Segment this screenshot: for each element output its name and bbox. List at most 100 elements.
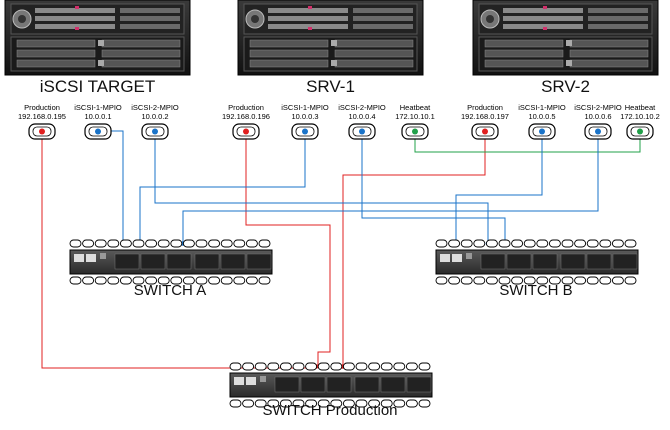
switch-port[interactable]	[624, 239, 637, 248]
switch-port[interactable]	[536, 276, 549, 285]
switch-port[interactable]	[498, 276, 511, 285]
switch-port[interactable]	[267, 399, 280, 408]
switch-port[interactable]	[548, 276, 561, 285]
switch-port[interactable]	[611, 239, 624, 248]
nic-port[interactable]	[141, 123, 169, 140]
switch-port[interactable]	[305, 362, 318, 371]
switch-port[interactable]	[624, 276, 637, 285]
switch-port[interactable]	[548, 239, 561, 248]
switch-port[interactable]	[460, 276, 473, 285]
switch-port[interactable]	[355, 399, 368, 408]
switch-port[interactable]	[599, 276, 612, 285]
switch-port[interactable]	[69, 276, 82, 285]
switch-port[interactable]	[393, 362, 406, 371]
switch-port[interactable]	[511, 276, 524, 285]
nic-port[interactable]	[471, 123, 499, 140]
switch-port[interactable]	[233, 239, 246, 248]
switch-port[interactable]	[254, 399, 267, 408]
switch-port[interactable]	[292, 362, 305, 371]
switch-port[interactable]	[393, 399, 406, 408]
switch-port[interactable]	[317, 362, 330, 371]
switch-port[interactable]	[368, 362, 381, 371]
switch-port[interactable]	[460, 239, 473, 248]
switch-port[interactable]	[561, 239, 574, 248]
switch-port[interactable]	[82, 239, 95, 248]
switch-port[interactable]	[233, 276, 246, 285]
nic-port[interactable]	[626, 123, 654, 140]
switch-port[interactable]	[435, 276, 448, 285]
switch-port[interactable]	[94, 276, 107, 285]
switch-port[interactable]	[119, 276, 132, 285]
switch-port[interactable]	[536, 239, 549, 248]
switch-port[interactable]	[94, 239, 107, 248]
switch-port[interactable]	[355, 362, 368, 371]
switch-port[interactable]	[267, 362, 280, 371]
nic-port[interactable]	[584, 123, 612, 140]
switch-port[interactable]	[132, 276, 145, 285]
switch-port[interactable]	[208, 276, 221, 285]
switch-port[interactable]	[586, 276, 599, 285]
switch-port[interactable]	[170, 239, 183, 248]
switch-port[interactable]	[195, 239, 208, 248]
switch-port[interactable]	[523, 276, 536, 285]
switch-port[interactable]	[485, 276, 498, 285]
nic-port[interactable]	[84, 123, 112, 140]
switch-port[interactable]	[229, 399, 242, 408]
switch-port[interactable]	[611, 276, 624, 285]
switch-port[interactable]	[195, 276, 208, 285]
switch-port[interactable]	[523, 239, 536, 248]
switch-port[interactable]	[485, 239, 498, 248]
switch-port[interactable]	[448, 276, 461, 285]
switch-port[interactable]	[380, 399, 393, 408]
switch-port[interactable]	[157, 276, 170, 285]
switch-port[interactable]	[330, 399, 343, 408]
switch-port[interactable]	[574, 276, 587, 285]
switch-port[interactable]	[599, 239, 612, 248]
switch-port[interactable]	[242, 362, 255, 371]
switch-port[interactable]	[405, 399, 418, 408]
switch-port[interactable]	[245, 276, 258, 285]
switch-port[interactable]	[119, 239, 132, 248]
switch-port[interactable]	[279, 362, 292, 371]
switch-port[interactable]	[368, 399, 381, 408]
nic-port[interactable]	[528, 123, 556, 140]
switch-port[interactable]	[330, 362, 343, 371]
switch-port[interactable]	[405, 362, 418, 371]
switch-port[interactable]	[145, 276, 158, 285]
switch-port[interactable]	[258, 276, 271, 285]
switch-port[interactable]	[435, 239, 448, 248]
nic-port[interactable]	[232, 123, 260, 140]
switch-port[interactable]	[107, 239, 120, 248]
switch-port[interactable]	[380, 362, 393, 371]
switch-port[interactable]	[69, 239, 82, 248]
switch-port[interactable]	[418, 399, 431, 408]
switch-port[interactable]	[342, 362, 355, 371]
switch-port[interactable]	[182, 276, 195, 285]
switch-port[interactable]	[229, 362, 242, 371]
switch-port[interactable]	[473, 276, 486, 285]
switch-port[interactable]	[258, 239, 271, 248]
switch-port[interactable]	[292, 399, 305, 408]
switch-port[interactable]	[132, 239, 145, 248]
switch-port[interactable]	[317, 399, 330, 408]
switch-port[interactable]	[145, 239, 158, 248]
switch-port[interactable]	[107, 276, 120, 285]
switch-port[interactable]	[586, 239, 599, 248]
switch-port[interactable]	[448, 239, 461, 248]
switch-port[interactable]	[170, 276, 183, 285]
switch-port[interactable]	[418, 362, 431, 371]
switch-port[interactable]	[157, 239, 170, 248]
switch-port[interactable]	[220, 239, 233, 248]
switch-port[interactable]	[279, 399, 292, 408]
nic-port[interactable]	[291, 123, 319, 140]
switch-port[interactable]	[220, 276, 233, 285]
switch-port[interactable]	[574, 239, 587, 248]
switch-port[interactable]	[182, 239, 195, 248]
switch-port[interactable]	[342, 399, 355, 408]
switch-port[interactable]	[498, 239, 511, 248]
switch-port[interactable]	[82, 276, 95, 285]
nic-port[interactable]	[401, 123, 429, 140]
switch-port[interactable]	[242, 399, 255, 408]
switch-port[interactable]	[305, 399, 318, 408]
switch-port[interactable]	[473, 239, 486, 248]
